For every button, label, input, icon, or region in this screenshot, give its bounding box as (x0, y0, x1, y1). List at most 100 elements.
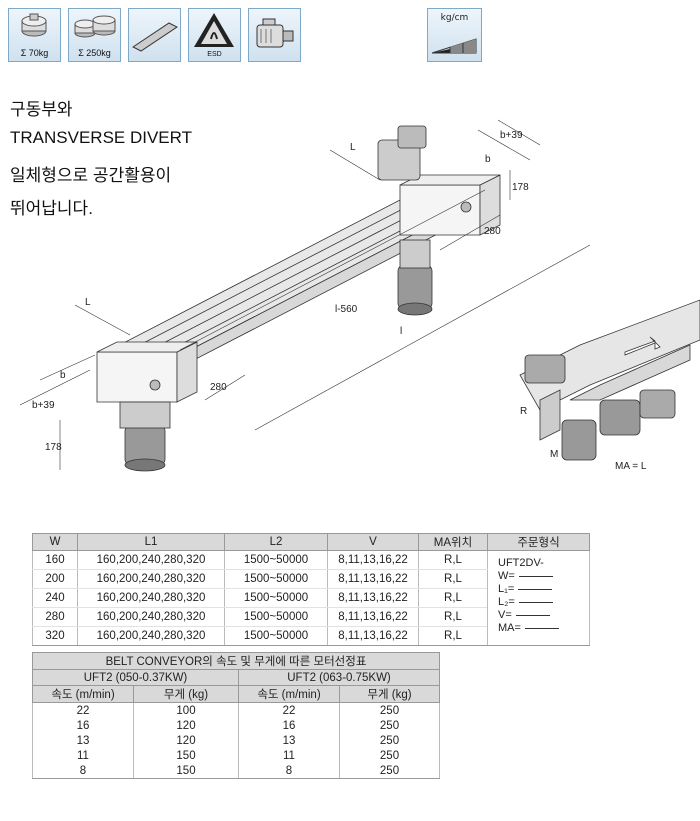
col-v: V (327, 533, 419, 551)
cell: 160,200,240,280,320 (77, 607, 225, 627)
detail-label-ma: MA = L (615, 461, 647, 472)
cell: 16 (32, 718, 134, 733)
flat-belt-icon (132, 22, 178, 52)
motor-title-row: BELT CONVEYOR의 속도 및 무게에 따른 모터선정표 (32, 652, 440, 670)
motor-table: BELT CONVEYOR의 속도 및 무게에 따른 모터선정표 UFT2 (0… (32, 652, 440, 779)
cell: R,L (418, 550, 488, 570)
blank-line (518, 601, 553, 603)
icon-caption: Σ 250kg (78, 48, 111, 58)
cell: 160,200,240,280,320 (77, 569, 225, 589)
table-row: 320 160,200,240,280,320 1500~50000 8,11,… (32, 626, 590, 646)
order-v-line: V= (498, 609, 589, 622)
dim-b39-top: b+39 (500, 130, 523, 141)
cell: 250 (339, 763, 440, 779)
cell: 160,200,240,280,320 (77, 626, 225, 646)
dim-178-left: 178 (45, 442, 62, 453)
col-weight-1: 무게 (kg) (133, 685, 239, 703)
cell: 1500~50000 (224, 626, 328, 646)
cell: 8 (238, 763, 340, 779)
cell: 22 (238, 702, 340, 718)
cell: 8,11,13,16,22 (327, 569, 419, 589)
table-row: 13 120 13 250 (32, 733, 440, 748)
col-w: W (32, 533, 78, 551)
esd-icon (194, 13, 234, 47)
cell: 16 (238, 718, 340, 733)
table-row: 280 160,200,240,280,320 1500~50000 8,11,… (32, 607, 590, 627)
table-row: 11 150 11 250 (32, 748, 440, 763)
order-ma-line: MA= (498, 622, 589, 635)
spec-table: W L1 L2 V MA위치 주문형식 160 160,200,240,280,… (32, 533, 590, 646)
col-l2: L2 (224, 533, 328, 551)
cell: 160,200,240,280,320 (77, 550, 225, 570)
cell: 8,11,13,16,22 (327, 550, 419, 570)
detail-label-M: M (550, 449, 558, 460)
weights-icon (74, 15, 116, 38)
order-w-line: W= (498, 570, 589, 583)
cell: 160,200,240,280,320 (77, 588, 225, 608)
order-l1-line: L₁= (498, 583, 589, 596)
icon-flat-belt (128, 8, 181, 62)
cell: 8,11,13,16,22 (327, 607, 419, 627)
load-profile-box: kg/cm (427, 8, 482, 62)
dim-b-top: b (485, 154, 491, 165)
col-speed-1: 속도 (m/min) (32, 685, 134, 703)
cell: 13 (238, 733, 340, 748)
cell: 100 (133, 702, 239, 718)
icon-single-weight: Σ 70kg (8, 8, 61, 62)
dim-b-left: b (60, 370, 66, 381)
cell: R,L (418, 607, 488, 627)
detail-label-R: R (520, 406, 527, 417)
cell: 11 (238, 748, 340, 763)
dim-280-right: 280 (484, 226, 501, 237)
cell: 280 (32, 607, 78, 627)
cell: 8,11,13,16,22 (327, 588, 419, 608)
blank-line (524, 627, 559, 629)
cell: R,L (418, 569, 488, 589)
load-profile-icon (431, 38, 477, 54)
col-ma: MA위치 (418, 533, 488, 551)
table-row: 22 100 22 250 (32, 702, 440, 718)
icon-esd: ESD (188, 8, 241, 62)
motor-icon (256, 18, 294, 48)
table-row: 240 160,200,240,280,320 1500~50000 8,11,… (32, 588, 590, 608)
spec-header-row: W L1 L2 V MA위치 주문형식 (32, 533, 590, 551)
dim-l560: l-560 (335, 304, 358, 315)
cell: 150 (133, 763, 239, 779)
cell: 160 (32, 550, 78, 570)
order-l1: L₁= (498, 583, 515, 595)
table-row: 160 160,200,240,280,320 1500~50000 8,11,… (32, 550, 590, 646)
dim-178-top: 178 (512, 182, 529, 193)
cell: 1500~50000 (224, 550, 328, 570)
cell: 250 (339, 733, 440, 748)
motor-group-row: UFT2 (050-0.37KW) UFT2 (063-0.75KW) (32, 669, 440, 686)
cell: 200 (32, 569, 78, 589)
cell: 8,11,13,16,22 (327, 626, 419, 646)
icon-motor (248, 8, 301, 62)
cell: R,L (418, 626, 488, 646)
col-order: 주문형식 (487, 533, 590, 551)
order-w: W= (498, 570, 515, 582)
cell: 1500~50000 (224, 588, 328, 608)
dim-L-left: L (85, 297, 91, 308)
cell: 120 (133, 718, 239, 733)
motor-group-1: UFT2 (050-0.37KW) (32, 669, 239, 686)
cell: 1500~50000 (224, 569, 328, 589)
order-ma: MA= (498, 622, 521, 634)
col-l1: L1 (77, 533, 225, 551)
cell: 11 (32, 748, 134, 763)
cell: 250 (339, 702, 440, 718)
cell: 150 (133, 748, 239, 763)
order-l2: L₂= (498, 596, 515, 608)
cell: 1500~50000 (224, 607, 328, 627)
table-row: 8 150 8 250 (32, 763, 440, 779)
table-row: 16 120 16 250 (32, 718, 440, 733)
order-v: V= (498, 609, 512, 621)
cell: 250 (339, 718, 440, 733)
dim-b39-left: b+39 (32, 400, 55, 411)
cell: 8 (32, 763, 134, 779)
motor-group-2: UFT2 (063-0.75KW) (238, 669, 440, 686)
weight-icon (21, 13, 47, 37)
intro-line-1: 구동부와 (10, 100, 73, 119)
cell: R,L (418, 588, 488, 608)
cell: 22 (32, 702, 134, 718)
